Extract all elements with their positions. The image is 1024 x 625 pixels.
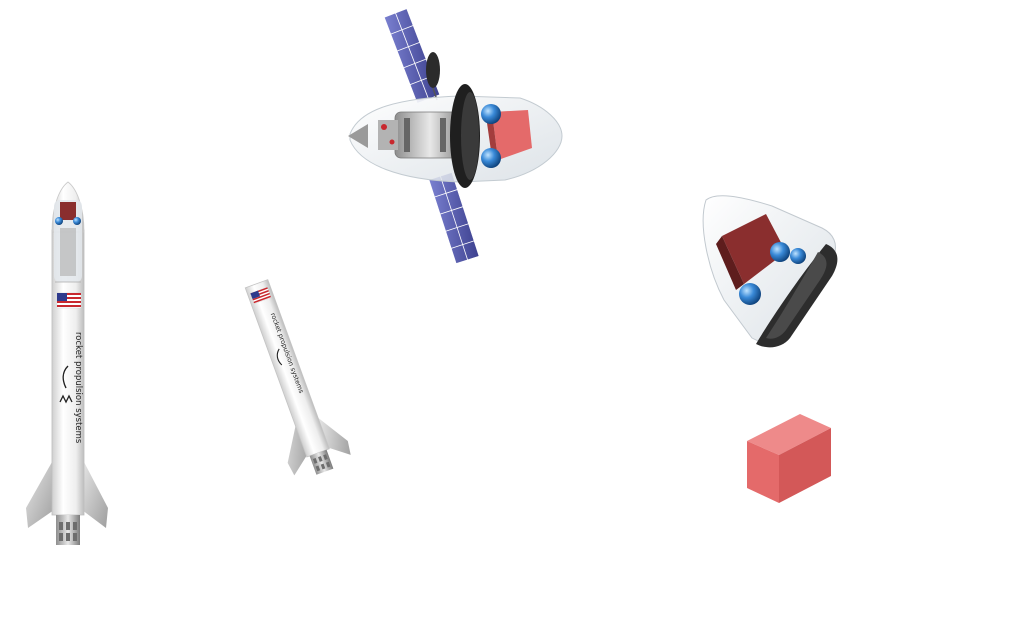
capsule-sphere-3 bbox=[739, 283, 761, 305]
rocket-logo bbox=[59, 365, 73, 404]
large-rocket-text: rocket propulsion systems bbox=[73, 332, 83, 444]
capsule-sphere-1 bbox=[770, 242, 790, 262]
us-flag bbox=[56, 292, 82, 309]
small-rocket-fin-right bbox=[318, 417, 351, 455]
small-rocket-engines bbox=[309, 449, 334, 475]
capsule bbox=[702, 195, 838, 348]
cargo-box bbox=[747, 414, 831, 503]
service-module-sphere-bottom bbox=[481, 148, 501, 168]
small-rocket-body bbox=[244, 279, 330, 458]
small-rocket: rocket propulsion systems bbox=[244, 279, 351, 476]
small-rocket-flag bbox=[250, 287, 272, 304]
cargo-box-left bbox=[747, 441, 779, 503]
rocket-sphere-right bbox=[73, 217, 81, 225]
capsule-cargo bbox=[722, 214, 786, 284]
antenna-dish bbox=[426, 52, 440, 88]
service-module-cargo bbox=[492, 110, 532, 160]
service-module-sphere-top bbox=[481, 104, 501, 124]
rocket-fin-left bbox=[26, 462, 54, 528]
rocket-inner-module bbox=[60, 228, 76, 276]
service-module-nozzle bbox=[348, 124, 368, 148]
cargo-box-right bbox=[779, 428, 831, 503]
rocket-cargo bbox=[60, 202, 76, 220]
large-rocket: rocket propulsion systems bbox=[26, 181, 108, 545]
cargo-box-top bbox=[747, 414, 831, 455]
capsule-sphere-2 bbox=[790, 248, 806, 264]
service-module bbox=[348, 8, 563, 264]
rocket-sphere-left bbox=[55, 217, 63, 225]
solar-panel-lower bbox=[428, 172, 480, 264]
small-rocket-fin-left bbox=[287, 425, 307, 476]
rocket-fin-right bbox=[82, 462, 108, 528]
